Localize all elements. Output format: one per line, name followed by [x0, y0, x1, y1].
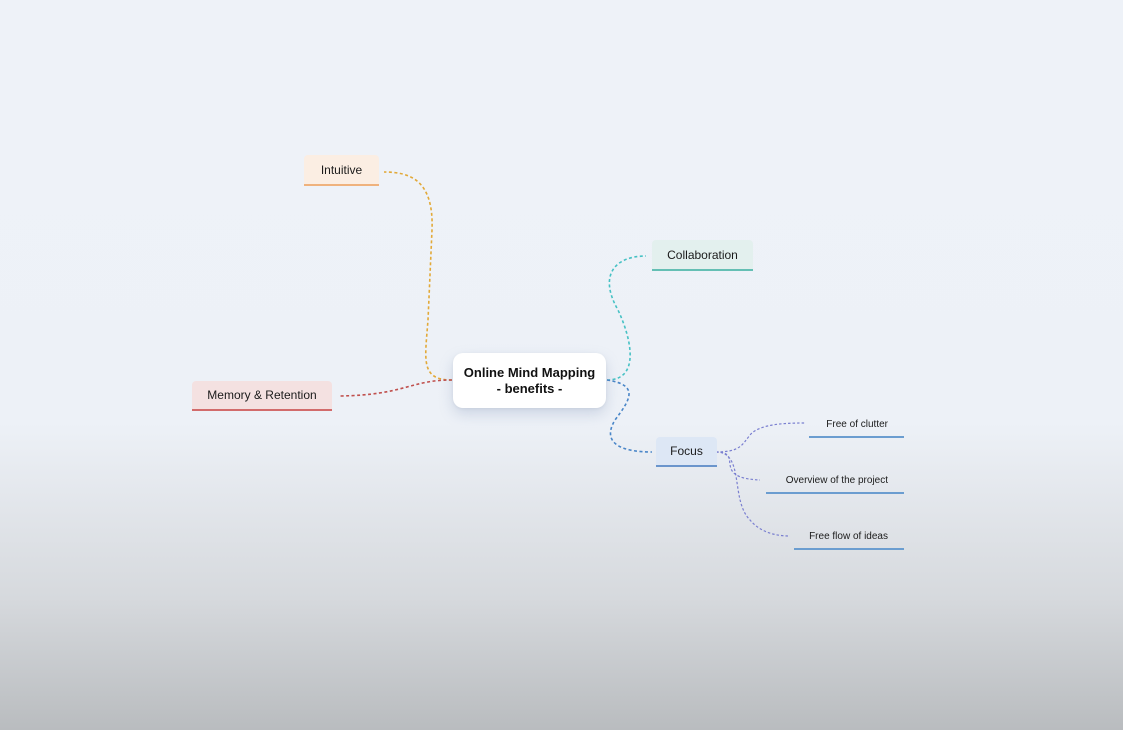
node-overview-of-project[interactable]: Overview of the project [766, 468, 904, 494]
connector-free-flow [715, 451, 791, 537]
node-focus-label: Focus [670, 444, 703, 458]
connector-free-of-clutter [715, 422, 807, 453]
root-subtitle: - benefits - [496, 380, 563, 396]
connector-collaboration [606, 255, 647, 381]
root-title: Online Mind Mapping [463, 364, 596, 380]
node-memory-label: Memory & Retention [207, 388, 317, 402]
connector-overview [715, 451, 761, 481]
node-overview-label: Overview of the project [785, 474, 888, 486]
root-node[interactable]: Online Mind Mapping - benefits - [453, 353, 606, 408]
node-free-of-clutter[interactable]: Free of clutter [809, 412, 904, 438]
connector-intuitive [383, 171, 453, 381]
node-memory-retention[interactable]: Memory & Retention [192, 381, 332, 411]
node-free-flow-of-ideas[interactable]: Free flow of ideas [794, 524, 904, 550]
node-intuitive-label: Intuitive [320, 162, 363, 177]
node-free-of-clutter-label: Free of clutter [826, 418, 888, 430]
connector-focus [606, 379, 653, 453]
node-collaboration-label: Collaboration [667, 247, 738, 262]
node-free-flow-label: Free flow of ideas [809, 530, 888, 542]
node-focus[interactable]: Focus [656, 437, 717, 467]
node-intuitive[interactable]: Intuitive [304, 155, 379, 186]
node-collaboration[interactable]: Collaboration [652, 240, 753, 271]
connector-memory [339, 379, 453, 397]
